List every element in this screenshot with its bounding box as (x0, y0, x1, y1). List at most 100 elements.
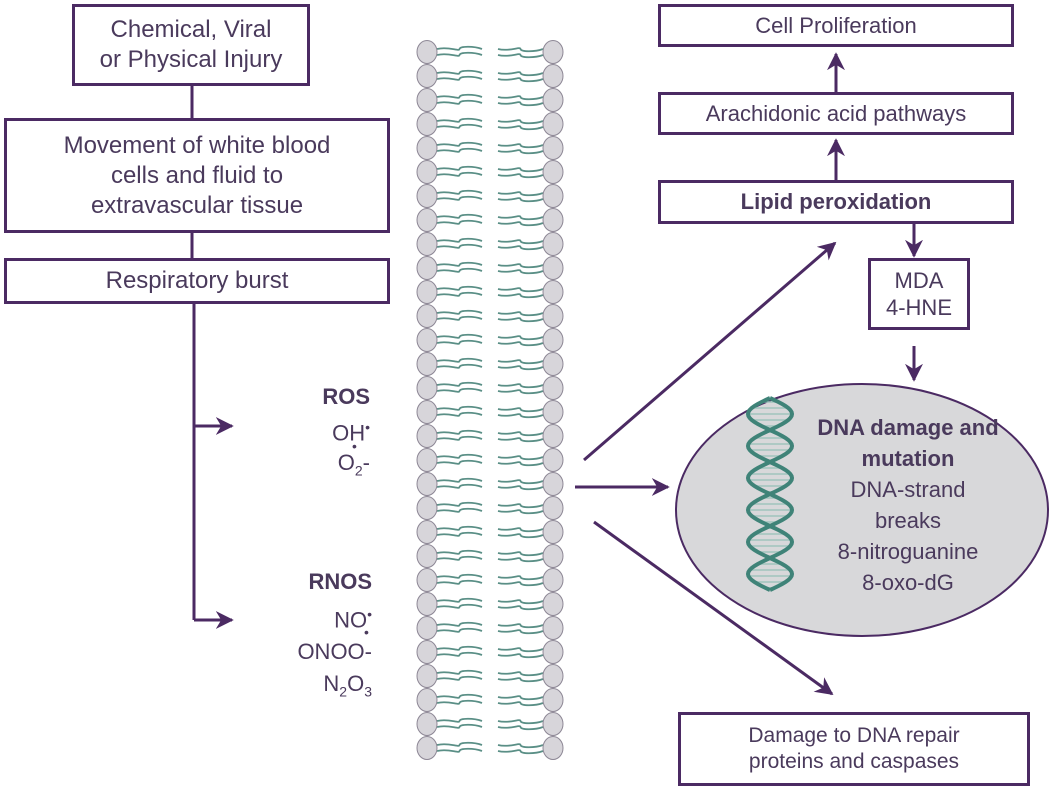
lipid-head (542, 544, 564, 568)
lipid-tail (497, 629, 544, 635)
injury-label: Chemical, Viral or Physical Injury (99, 16, 283, 73)
movement-label: Movement of white blood cells and fluid … (63, 131, 331, 219)
lipid-tail (497, 413, 544, 419)
lipid-tail (497, 383, 544, 389)
lipid-head (416, 88, 438, 112)
radical-dot-icon: • (367, 606, 372, 622)
lipid-head (542, 496, 564, 520)
lipid-tail (436, 99, 483, 105)
lipid-tail (497, 47, 544, 53)
lipid-tail (436, 669, 483, 675)
lipid-head (542, 136, 564, 160)
lipid-tail (436, 339, 483, 345)
lipid-tail (497, 575, 544, 581)
lipid-tail (497, 197, 544, 203)
rnos-group: RNOS NO• ONOO- N2O3 (262, 566, 372, 708)
lipid-tail (497, 455, 544, 461)
lipid-tail (497, 263, 544, 269)
dna-damage-ellipse (675, 383, 1049, 637)
lipid-tail (436, 237, 483, 243)
lipid-head (416, 136, 438, 160)
dna-damage-text: DNA damage and mutation DNA-strand break… (790, 412, 1026, 598)
lipid-head (542, 160, 564, 184)
lipid-tail (497, 623, 544, 629)
lipid-tail (436, 453, 483, 459)
lipid-head (542, 688, 564, 712)
dna-damage-item: 8-nitroguanine (837, 539, 979, 564)
lipid-tail (497, 605, 544, 611)
lipid-tail (497, 125, 544, 131)
dna-repair-label: Damage to DNA repair proteins and caspas… (748, 723, 960, 773)
lipid-head (542, 40, 564, 64)
lipid-tail (497, 701, 544, 707)
lipid-peroxidation-box: Lipid peroxidation (658, 180, 1014, 224)
lipid-head (542, 400, 564, 424)
lipid-tail (436, 507, 483, 513)
lipid-tail (497, 695, 544, 701)
rnos-no: NO• (262, 598, 372, 636)
lipid-tail (436, 333, 483, 339)
lipid-tail (497, 269, 544, 275)
lipid-tail (497, 407, 544, 413)
lipid-head (542, 208, 564, 232)
lipid-tail (497, 437, 544, 443)
lipid-tail (436, 261, 483, 267)
lipid-head (416, 352, 438, 376)
lipid-tail (436, 123, 483, 129)
lipid-tail (497, 143, 544, 149)
helix-strand-b (745, 396, 795, 592)
lipid-tail (497, 341, 544, 347)
lipid-tail (497, 509, 544, 515)
lipid-head (416, 160, 438, 184)
lipid-tail (497, 719, 544, 725)
lipid-bilayer-membrane (416, 40, 564, 760)
lipid-tail (436, 285, 483, 291)
lipid-tail (436, 405, 483, 411)
lipid-tail (497, 431, 544, 437)
lipid-head (542, 88, 564, 112)
lipid-head (542, 304, 564, 328)
arachidonic-box: Arachidonic acid pathways (658, 92, 1014, 135)
radical-dot-icon: • (364, 624, 369, 640)
lipid-tail (497, 551, 544, 557)
lipid-head (542, 664, 564, 688)
lipid-tail (497, 95, 544, 101)
arrow-to-lipid (583, 241, 837, 462)
arrow-to-repair (593, 520, 834, 696)
dna-damage-item: 8-oxo-dG (862, 570, 954, 595)
lipid-tail (436, 291, 483, 297)
lipid-head (542, 640, 564, 664)
lipid-tail (436, 267, 483, 273)
lipid-head (542, 520, 564, 544)
lipid-tail (497, 365, 544, 371)
lipid-head (416, 520, 438, 544)
cell-proliferation-box: Cell Proliferation (658, 4, 1014, 47)
lipid-tail (497, 389, 544, 395)
rnos-title: RNOS (308, 569, 372, 594)
lipid-tail (497, 479, 544, 485)
lipid-tail (497, 725, 544, 731)
lipid-tail (497, 557, 544, 563)
lipid-head (416, 712, 438, 736)
lipid-head (542, 616, 564, 640)
lipid-tail (436, 51, 483, 57)
lipid-tail (436, 723, 483, 729)
radical-dot-icon: • (365, 419, 370, 435)
lipid-tail (497, 53, 544, 59)
lipid-head (542, 424, 564, 448)
lipid-tail (436, 741, 483, 747)
ros-o2-base: O (337, 450, 355, 476)
lipid-head (416, 112, 438, 136)
lipid-head (416, 280, 438, 304)
rnos-onoo: ONOO- (297, 639, 372, 665)
ros-o2-charge: - (362, 450, 370, 476)
lipid-tail (436, 675, 483, 681)
cell-proliferation-label: Cell Proliferation (755, 12, 917, 38)
lipid-tail (436, 645, 483, 651)
lipid-head (416, 256, 438, 280)
lipid-tail (497, 743, 544, 749)
lipid-tail (497, 239, 544, 245)
lipid-tail (436, 195, 483, 201)
lipid-tail (497, 173, 544, 179)
